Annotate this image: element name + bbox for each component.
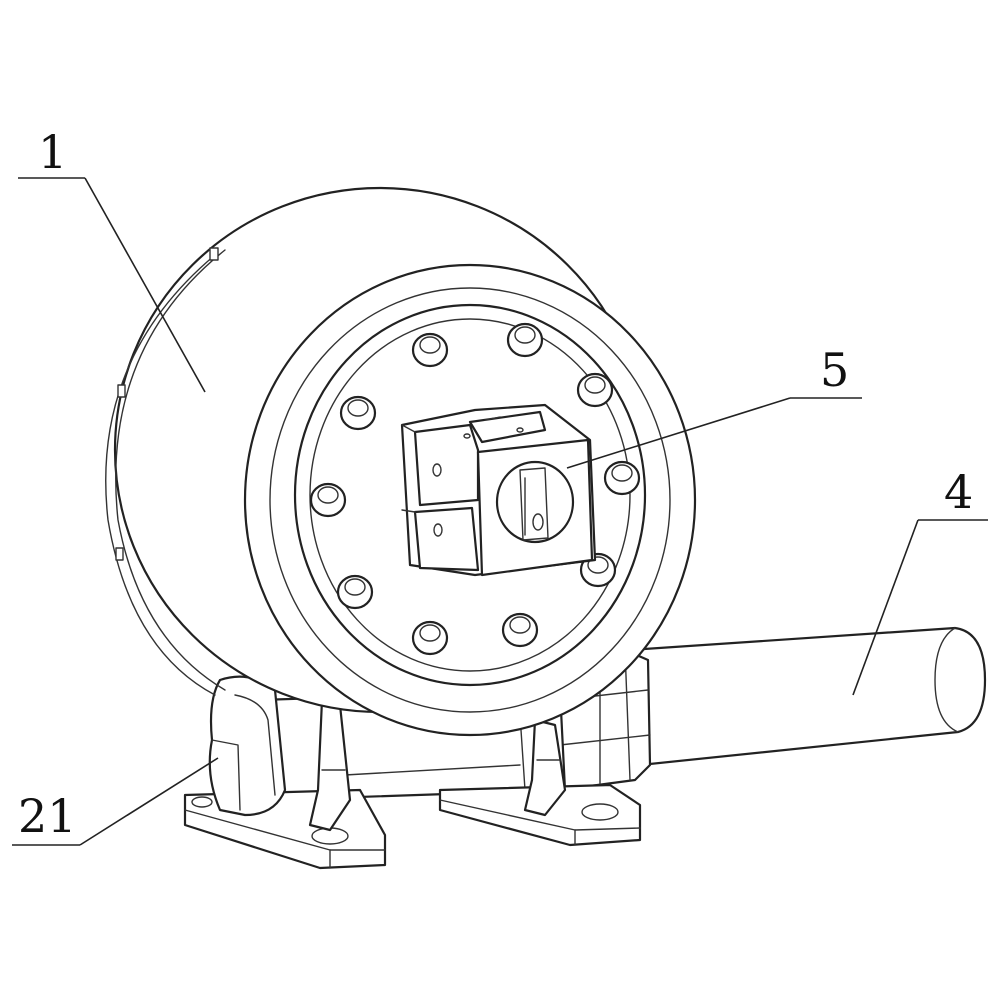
bolt	[579, 552, 617, 588]
main-housing-part-1	[105, 186, 697, 737]
hub-clamp-part-5	[400, 403, 597, 577]
shaft-part-4	[628, 626, 987, 767]
bolt	[411, 332, 449, 368]
bolt	[339, 395, 377, 431]
bolt	[576, 372, 614, 408]
bolt	[411, 620, 449, 656]
callout-label-1: 1	[38, 125, 67, 179]
bolt	[603, 460, 641, 496]
bolt	[309, 482, 347, 518]
callout-label-4: 4	[944, 465, 973, 519]
flange-bolts	[309, 322, 641, 656]
end-cap-part-21	[208, 675, 287, 817]
bolt	[501, 612, 539, 648]
callout-leaders	[12, 177, 988, 846]
right-mounting-foot	[438, 718, 642, 847]
bolt	[506, 322, 544, 358]
callout-label-21: 21	[18, 789, 77, 843]
callout-label-5: 5	[820, 343, 849, 397]
bolt	[336, 574, 374, 610]
